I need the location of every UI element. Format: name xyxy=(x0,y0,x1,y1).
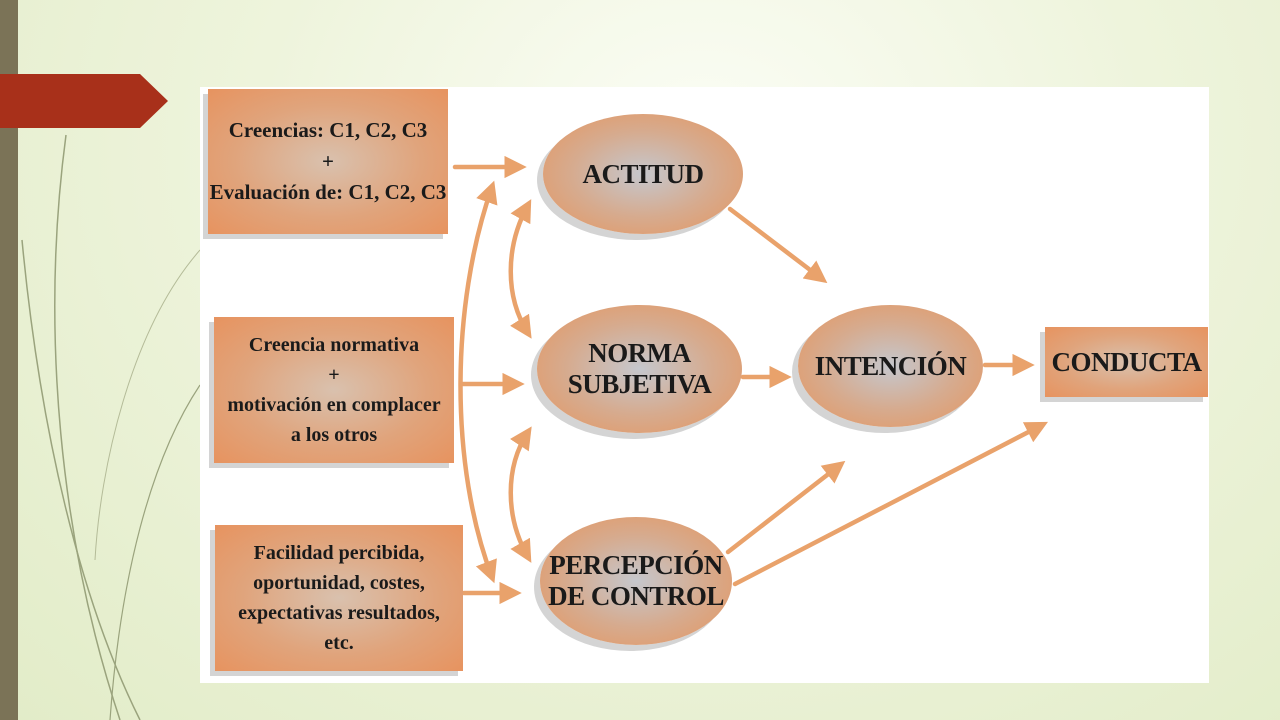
arrow-actitud-control-correlation xyxy=(458,180,498,584)
decorative-lines xyxy=(21,134,200,720)
facility-box: Facilidad percibida, oportunidad, costes… xyxy=(215,525,463,671)
facility-line-4: etc. xyxy=(324,632,354,654)
norma-label-2: SUBJETIVA xyxy=(567,369,712,399)
normative-line-3: motivación en complacer xyxy=(227,394,441,416)
normative-box: Creencia normativa + motivación en compl… xyxy=(214,317,454,463)
beliefs-box: Creencias: C1, C2, C3 + Evaluación de: C… xyxy=(208,89,448,234)
conducta-label: CONDUCTA xyxy=(1051,346,1203,377)
diagram-arrows xyxy=(452,155,1048,605)
arrow-actitud-to-intencion xyxy=(727,206,828,284)
intencion-ellipse: INTENCIÓN xyxy=(798,305,983,427)
facility-line-2: oportunidad, costes, xyxy=(253,572,425,594)
normative-line-2: + xyxy=(328,364,340,386)
diagram-canvas: Creencias: C1, C2, C3 + Evaluación de: C… xyxy=(200,87,1209,683)
slide-accent-tab xyxy=(0,74,168,128)
normative-line-4: a los otros xyxy=(290,424,378,446)
norma-label-1: NORMA xyxy=(588,338,691,368)
intencion-label: INTENCIÓN xyxy=(814,350,967,381)
beliefs-line-1: Creencias: C1, C2, C3 xyxy=(228,118,428,142)
beliefs-line-2: + xyxy=(322,149,334,173)
slide-side-bar xyxy=(0,0,18,720)
facility-line-1: Facilidad percibida, xyxy=(253,542,425,564)
norma-subjetiva-ellipse: NORMA SUBJETIVA xyxy=(537,305,742,433)
arrow-norma-control-correlation xyxy=(508,426,532,563)
facility-line-3: expectativas resultados, xyxy=(238,602,440,624)
normative-line-1: Creencia normativa xyxy=(248,334,420,356)
arrow-actitud-norma-correlation xyxy=(508,199,532,339)
arrow-control-to-intencion xyxy=(725,460,846,555)
control-label-2: DE CONTROL xyxy=(548,581,724,611)
percepcion-control-ellipse: PERCEPCIÓN DE CONTROL xyxy=(540,517,732,645)
control-label-1: PERCEPCIÓN xyxy=(549,550,723,580)
actitud-ellipse: ACTITUD xyxy=(543,114,743,234)
beliefs-line-3: Evaluación de: C1, C2, C3 xyxy=(209,180,447,204)
conducta-box: CONDUCTA xyxy=(1045,327,1208,397)
arrow-control-to-conducta xyxy=(732,421,1048,587)
actitud-label: ACTITUD xyxy=(582,158,704,189)
